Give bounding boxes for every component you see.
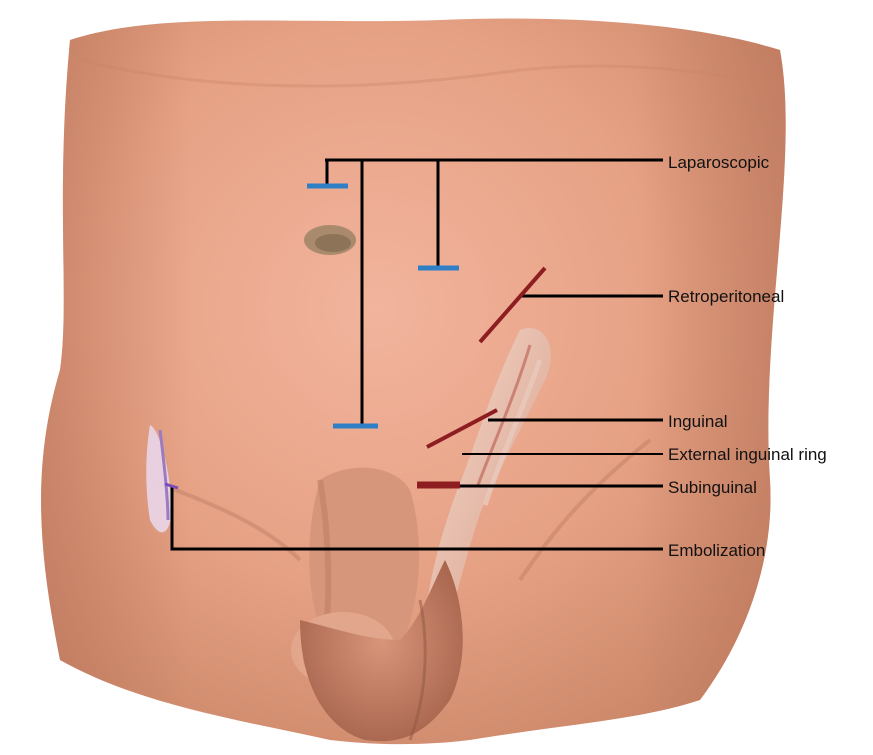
label-laparoscopic: Laparoscopic bbox=[668, 153, 769, 173]
label-retroperitoneal: Retroperitoneal bbox=[668, 287, 784, 307]
label-inguinal: Inguinal bbox=[668, 412, 728, 432]
label-embolization: Embolization bbox=[668, 541, 765, 561]
label-external-inguinal-ring: External inguinal ring bbox=[668, 445, 827, 465]
label-subinguinal: Subinguinal bbox=[668, 478, 757, 498]
umbilicus-inner bbox=[315, 234, 351, 252]
